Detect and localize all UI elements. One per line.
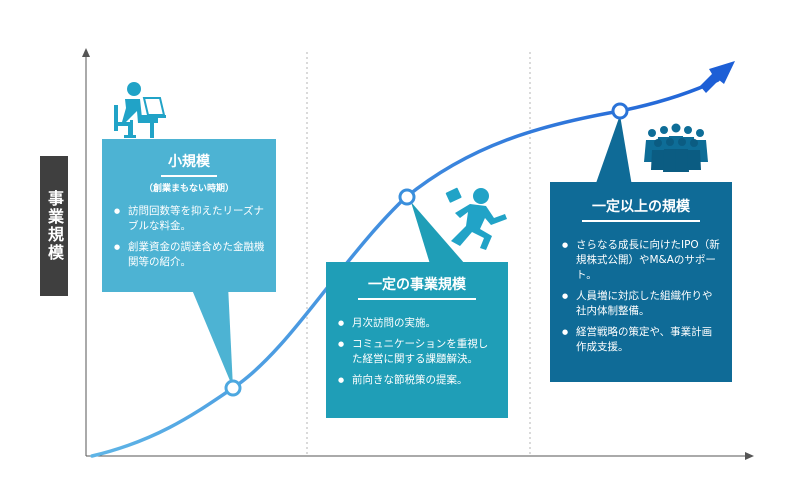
- stage2-title-underline: [358, 298, 476, 300]
- y-axis-label: 事業規模: [40, 156, 68, 296]
- stage2-bullet: 月次訪問の実施。: [338, 316, 498, 331]
- stage2-callout: 一定の事業規模 月次訪問の実施。 コミュニケーションを重視した経営に関する課題解…: [326, 262, 508, 418]
- milestone-point-2: [398, 188, 416, 206]
- growth-curve: [90, 78, 720, 458]
- stage1-title-underline: [161, 175, 217, 177]
- stage3-title-underline: [582, 220, 700, 222]
- business-team-icon: [644, 123, 708, 172]
- stage1-callout-tail: [190, 285, 233, 388]
- stage3-title: 一定以上の規模: [592, 199, 690, 215]
- stage1-callout: 小規模 （創業まもない時期） 訪問回数等を抑えたリーズナブルな料金。 創業資金の…: [102, 139, 276, 292]
- stage1-subtitle: （創業まもない時期）: [143, 184, 234, 194]
- stage3-bullet: 人員増に対応した組織作りや社内体制整備。: [562, 289, 722, 319]
- stage2-callout-tail: [411, 202, 465, 264]
- stage1-bullet: 訪問回数等を抑えたリーズナブルな料金。: [114, 204, 266, 234]
- stage1-bullet: 創業資金の調達含めた金融機関等の紹介。: [114, 240, 266, 270]
- stage1-title: 小規模: [168, 154, 210, 170]
- stage2-title: 一定の事業規模: [368, 277, 466, 293]
- stage2-bullet-list: 月次訪問の実施。 コミュニケーションを重視した経営に関する課題解決。 前向きな節…: [326, 316, 508, 388]
- x-axis-arrowhead: [745, 452, 754, 460]
- person-at-desk-icon: [114, 82, 166, 138]
- milestone-point-1: [224, 379, 242, 397]
- stage3-callout-tail: [595, 115, 632, 186]
- stage3-bullet: さらなる成長に向けたIPO（新規株式公開）やM&Aのサポート。: [562, 238, 722, 283]
- stage2-bullet: 前向きな節税策の提案。: [338, 373, 498, 388]
- stage1-bullet-list: 訪問回数等を抑えたリーズナブルな料金。 創業資金の調達含めた金融機関等の紹介。: [102, 204, 276, 270]
- running-businessman-icon: [445, 187, 507, 250]
- stage3-callout: 一定以上の規模 さらなる成長に向けたIPO（新規株式公開）やM&Aのサポート。 …: [550, 182, 732, 382]
- stage2-bullet: コミュニケーションを重視した経営に関する課題解決。: [338, 337, 498, 367]
- y-axis-arrowhead: [82, 48, 90, 57]
- growth-curve-arrow-body: [700, 61, 735, 93]
- stage3-bullet: 経営戦略の策定や、事業計画作成支援。: [562, 325, 722, 355]
- stage3-bullet-list: さらなる成長に向けたIPO（新規株式公開）やM&Aのサポート。 人員増に対応した…: [550, 238, 732, 355]
- milestone-point-3: [611, 102, 629, 120]
